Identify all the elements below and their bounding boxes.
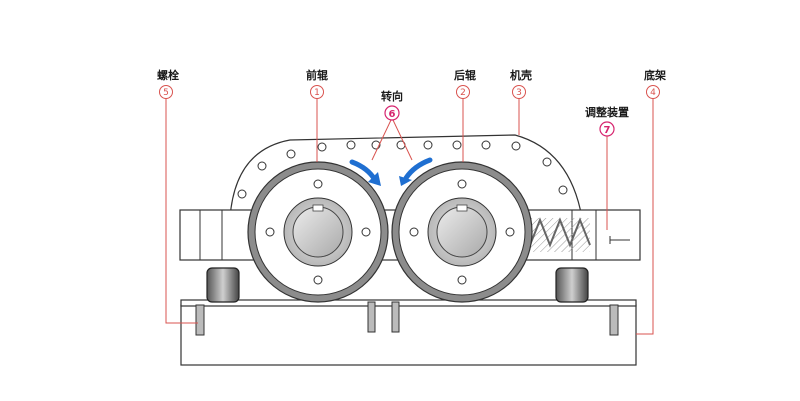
leader-lines (165, 98, 654, 335)
label-base-text: 底架 (644, 68, 666, 82)
label-rear-roll-text: 后辊 (454, 68, 476, 82)
label-base: 底架 4 (644, 68, 666, 99)
label-adjuster-text: 调整装置 (585, 105, 629, 119)
label-housing-num: 3 (516, 88, 522, 98)
label-rotation-num: 6 (389, 109, 396, 120)
label-rotation: 转向 6 (381, 89, 403, 121)
label-adjuster-num: 7 (604, 125, 611, 136)
adjuster-spring (529, 217, 591, 248)
label-front-roll-num: 1 (314, 88, 320, 98)
label-base-num: 4 (650, 88, 656, 98)
base-frame (180, 299, 637, 366)
front-roll (247, 161, 389, 303)
label-front-roll: 前辊 1 (306, 68, 328, 99)
label-rear-roll-num: 2 (460, 88, 466, 98)
anchor-bolts (195, 301, 619, 336)
label-bolt: 螺栓 5 (157, 68, 179, 99)
label-rotation-text: 转向 (381, 89, 403, 103)
rear-roll (391, 161, 533, 303)
label-housing: 机壳 3 (510, 68, 532, 99)
label-bolt-text: 螺栓 (157, 68, 179, 82)
label-bolt-num: 5 (163, 88, 169, 98)
label-adjuster: 调整装置 7 (585, 105, 629, 137)
label-housing-text: 机壳 (510, 68, 532, 82)
bearing-block-right (555, 267, 589, 303)
label-front-roll-text: 前辊 (306, 68, 328, 82)
rotation-arrows (349, 157, 433, 186)
label-rear-roll: 后辊 2 (454, 68, 476, 99)
bearing-block-left (206, 267, 240, 303)
housing-bolts (237, 140, 568, 199)
